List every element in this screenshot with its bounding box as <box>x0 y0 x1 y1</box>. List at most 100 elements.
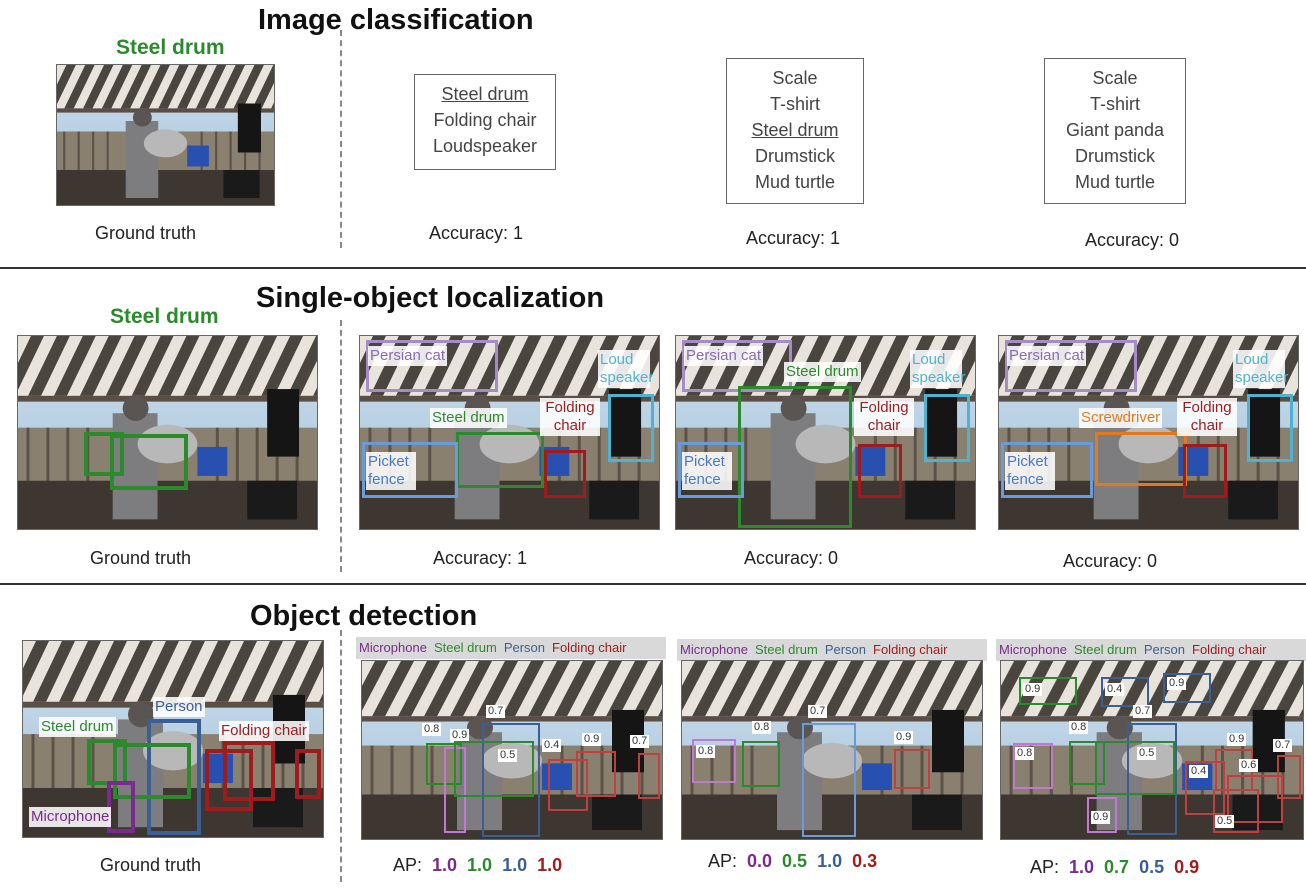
prediction-label: Drumstick <box>755 146 835 166</box>
bbox-loudspeaker <box>924 394 970 462</box>
prediction-label: Mud turtle <box>1074 172 1156 192</box>
detection-gt-image: Person Steel drum Folding chair Micropho… <box>22 640 324 838</box>
prediction-label: Steel drum <box>751 120 839 140</box>
bbox-steel-drum <box>1095 741 1175 795</box>
bbox-person <box>1101 677 1149 707</box>
bbox-persian-cat <box>1005 340 1137 392</box>
gt-label-folding-chair: Folding chair <box>219 721 309 741</box>
prediction-box-1: Steel drum Folding chair Loudspeaker <box>414 74 556 170</box>
ap-label: AP: <box>708 851 738 871</box>
gt-label-microphone: Microphone <box>29 807 112 827</box>
prediction-box-2: Scale T-shirt Steel drum Drumstick Mud t… <box>726 58 864 204</box>
legend-microphone: Microphone <box>680 642 748 657</box>
label-persian-cat: Persian cat <box>368 346 448 366</box>
bbox-steel-drum <box>456 432 544 488</box>
ap-label: AP: <box>1030 857 1060 877</box>
classification-divider <box>340 30 342 248</box>
bbox-loudspeaker <box>608 394 654 462</box>
accuracy-label: Accuracy: 1 <box>429 223 524 243</box>
score-label: 0.7 <box>808 705 828 718</box>
label-persian-cat: Persian cat <box>1007 346 1087 366</box>
prediction-label: Steel drum <box>441 84 529 104</box>
prediction-label: Scale <box>1092 68 1138 88</box>
ap-steel-drum: 0.5 <box>782 851 808 871</box>
label-loudspeaker: Loud speaker <box>598 350 654 388</box>
label-folding-chair: Folding chair <box>540 398 600 436</box>
gt-label-person: Person <box>153 697 205 717</box>
label-picket-fence: Picket fence <box>682 452 732 490</box>
bbox-folding-chair <box>1183 444 1227 498</box>
classification-gt-image <box>56 64 275 206</box>
ap-microphone: 1.0 <box>432 855 458 875</box>
legend-person: Person <box>503 640 546 655</box>
accuracy-label: Accuracy: 1 <box>433 548 528 568</box>
bbox-persian-cat <box>366 340 498 392</box>
detection-gt-caption: Ground truth <box>100 855 202 875</box>
prediction-label: Giant panda <box>1065 120 1165 140</box>
score-label: 0.7 <box>630 735 650 748</box>
legend-steel-drum: Steel drum <box>754 642 818 657</box>
ap-folding-chair: 0.3 <box>852 851 878 871</box>
bbox-loudspeaker <box>1247 394 1293 462</box>
bbox-picket-fence <box>362 442 458 498</box>
bbox-steel-drum <box>1019 677 1077 705</box>
bbox-folding-chair <box>638 753 660 799</box>
localization-divider <box>340 320 342 572</box>
bbox-picket-fence <box>1001 442 1093 498</box>
localization-panel-3: Persian cat Loud speaker Screwdriver Fol… <box>998 335 1299 530</box>
bbox-microphone <box>1087 797 1117 833</box>
score-label: 0.8 <box>696 745 716 758</box>
bbox-folding-chair <box>1277 755 1301 799</box>
ap-folding-chair: 0.9 <box>1174 857 1200 877</box>
prediction-label: T-shirt <box>769 94 820 114</box>
legend-microphone: Microphone <box>999 642 1067 657</box>
score-label: 0.5 <box>1137 747 1157 760</box>
detection-panel-3: 0.9 0.4 0.9 0.7 0.8 0.8 0.5 0.9 0.9 0.7 … <box>1000 660 1304 840</box>
ap-person: 1.0 <box>502 855 528 875</box>
prediction-label: Loudspeaker <box>432 136 538 156</box>
prediction-label: Folding chair <box>433 110 537 130</box>
score-label: 0.9 <box>1091 811 1111 824</box>
bbox-microphone <box>692 739 736 783</box>
score-label: 0.9 <box>1227 733 1247 746</box>
score-label: 0.8 <box>422 723 442 736</box>
accuracy-label: Accuracy: 0 <box>1085 230 1180 250</box>
bbox-steel-drum <box>454 741 534 797</box>
score-label: 0.4 <box>542 739 562 752</box>
label-picket-fence: Picket fence <box>1005 452 1055 490</box>
score-label: 0.5 <box>1215 815 1235 828</box>
gt-bbox-folding-chair <box>205 749 253 811</box>
prediction-box-3: Scale T-shirt Giant panda Drumstick Mud … <box>1044 58 1186 204</box>
legend-folding-chair: Folding chair <box>1192 642 1267 657</box>
score-label: 0.9 <box>1023 683 1043 696</box>
score-label: 0.9 <box>1167 677 1187 690</box>
bbox-person <box>1163 673 1211 703</box>
score-label: 0.5 <box>498 749 518 762</box>
bbox-person <box>482 723 540 837</box>
accuracy-label: Accuracy: 1 <box>746 228 841 248</box>
score-label: 0.9 <box>582 733 602 746</box>
label-steel-drum: Steel drum <box>784 362 861 382</box>
prediction-label: Scale <box>772 68 818 88</box>
bbox-picket-fence <box>678 442 744 498</box>
bbox-folding-chair <box>894 749 930 789</box>
label-steel-drum: Steel drum <box>430 408 507 428</box>
classification-gt-caption: Ground truth <box>95 223 197 243</box>
score-label: 0.8 <box>1069 721 1089 734</box>
gt-bbox-steel-drum <box>84 432 124 476</box>
ap-steel-drum: 0.7 <box>1104 857 1130 877</box>
ap-person: 1.0 <box>817 851 843 871</box>
localization-panel-2: Persian cat Loud speaker Steel drum Fold… <box>675 335 976 530</box>
prediction-label: T-shirt <box>1089 94 1140 114</box>
gt-bbox-steel-drum <box>110 434 188 490</box>
legend-steel-drum: Steel drum <box>433 640 497 655</box>
ap-person: 0.5 <box>1139 857 1165 877</box>
score-label: 0.6 <box>1239 759 1259 772</box>
localization-gt-caption: Ground truth <box>90 548 192 568</box>
localization-title: Single-object localization <box>256 282 605 314</box>
bbox-folding-chair <box>858 444 902 498</box>
gt-label-steel-drum: Steel drum <box>39 717 116 737</box>
section-divider <box>0 583 1306 585</box>
label-folding-chair: Folding chair <box>854 398 914 436</box>
